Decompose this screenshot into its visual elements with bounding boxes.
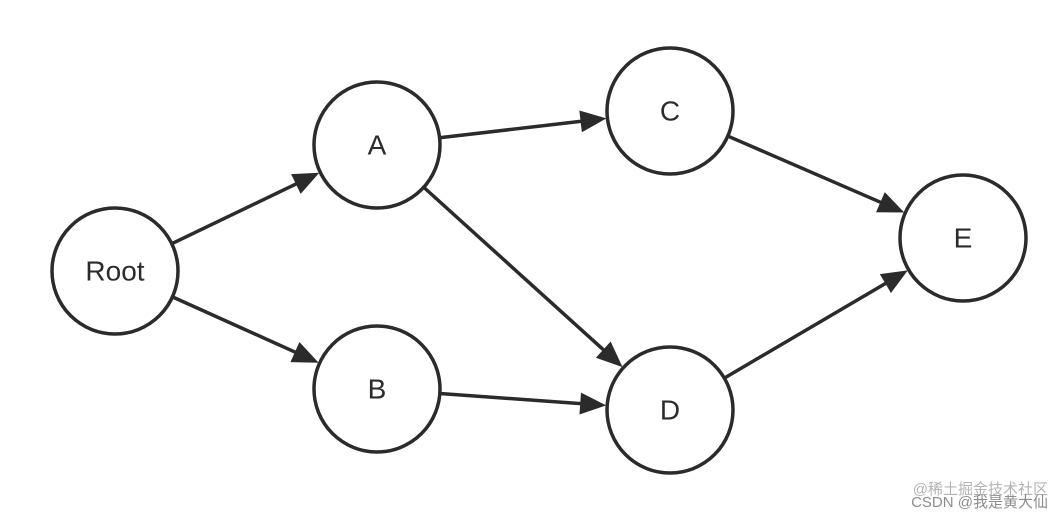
- node-circle: [312, 80, 442, 210]
- node-label: C: [660, 96, 680, 127]
- arrow-head-icon: [290, 342, 319, 363]
- edge-line: [439, 119, 585, 140]
- edges-layer: [171, 110, 908, 415]
- watermark: @稀土掘金技术社区 CSDN @我是黄大仙: [858, 478, 1048, 512]
- node-d: D: [605, 345, 735, 475]
- edge-d-to-e: [723, 270, 908, 380]
- node-root: Root: [50, 206, 180, 336]
- node-label: E: [954, 223, 973, 254]
- node-label: A: [368, 130, 387, 161]
- arrow-head-icon: [291, 172, 320, 194]
- arrow-head-icon: [879, 270, 908, 294]
- node-c: C: [605, 46, 735, 176]
- edge-line: [171, 295, 300, 356]
- arrow-head-icon: [579, 392, 607, 415]
- node-label: Root: [85, 256, 144, 287]
- node-circle: [605, 345, 735, 475]
- node-circle: [50, 206, 180, 336]
- edge-b-to-d: [439, 391, 607, 415]
- node-circle: [605, 46, 735, 176]
- watermark-line-1: @稀土掘金技术社区: [912, 481, 1048, 498]
- edge-c-to-e: [727, 134, 905, 213]
- node-label: D: [660, 395, 680, 426]
- edge-a-to-c: [439, 110, 607, 140]
- node-label: B: [368, 374, 387, 405]
- nodes-layer: Root A B C D E: [50, 46, 1028, 475]
- watermark-line-2: CSDN @我是黄大仙: [911, 494, 1048, 511]
- node-a: A: [312, 80, 442, 210]
- edge-line: [171, 180, 301, 246]
- arrow-head-icon: [579, 110, 607, 133]
- node-circle: [312, 324, 442, 454]
- node-e: E: [898, 173, 1028, 303]
- edge-line: [439, 391, 585, 406]
- edge-line: [727, 134, 885, 206]
- node-circle: [898, 173, 1028, 303]
- edge-line: [723, 280, 890, 380]
- edge-root-to-a: [171, 172, 320, 246]
- edge-a-to-d: [422, 185, 623, 368]
- edge-line: [422, 185, 608, 354]
- arrow-head-icon: [876, 192, 905, 213]
- node-b: B: [312, 324, 442, 454]
- arrow-head-icon: [595, 341, 623, 368]
- edge-root-to-b: [171, 295, 319, 363]
